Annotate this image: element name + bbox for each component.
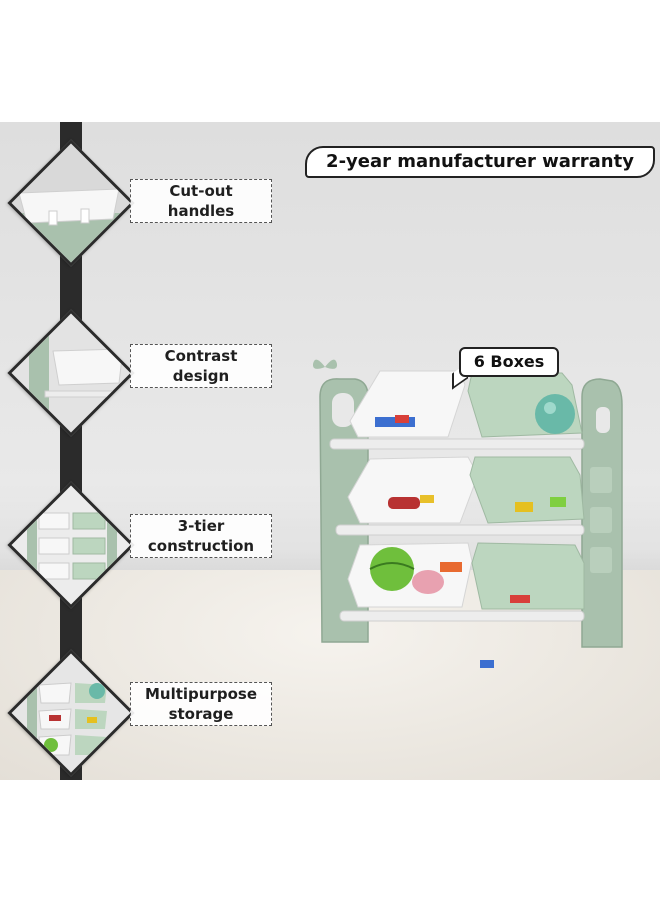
feature-label-contrast: Contrast design [130,344,272,388]
feature-label-tiers: 3-tier construction [130,514,272,558]
feature-label-line2: storage [168,705,234,723]
butterfly-decoration [312,359,338,369]
feature-diamond-2 [7,309,135,437]
lego-brick [480,660,494,668]
feature-pole [60,122,82,780]
feature-label-handles: Cut-out handles [130,179,272,223]
boxes-count-badge: 6 Boxes [459,347,559,377]
product-photo: Cut-out handles Contrast design 3-tier c… [0,122,660,780]
toy-organizer [319,370,623,648]
feature-label-line2: design [172,367,230,385]
contrast-bin-icon [8,311,133,435]
feature-label-line2: construction [147,537,255,555]
feature-label-line1: Contrast [164,347,238,365]
feature-label-line1: 3-tier [177,517,225,535]
feature-label-line1: Cut-out [169,182,233,200]
feature-label-line1: Multipurpose [144,685,258,703]
feature-diamond-1 [7,139,135,267]
handle-closeup-icon [8,141,133,265]
feature-label-line2: handles [167,202,235,220]
warranty-badge: 2-year manufacturer warranty [305,146,655,178]
feature-label-storage: Multipurpose storage [130,682,272,726]
